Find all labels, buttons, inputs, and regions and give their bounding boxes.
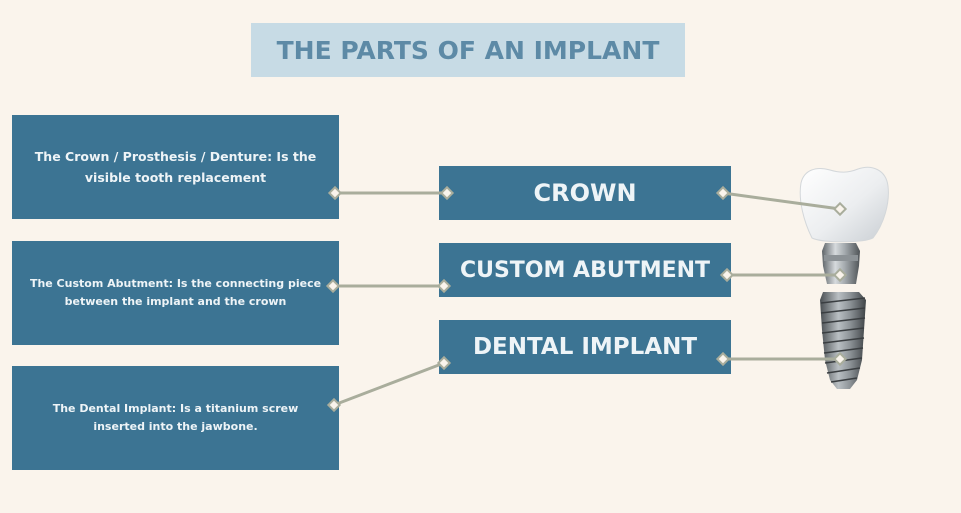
abutment-label: CUSTOM ABUTMENT	[459, 257, 711, 283]
marker-icon	[325, 278, 341, 294]
title-banner: THE PARTS OF AN IMPLANT	[251, 23, 685, 77]
implant-label-box: DENTAL IMPLANT	[439, 320, 731, 374]
implant-description-box: The Dental Implant: Is a titanium screw …	[12, 366, 339, 470]
crown-shape	[799, 166, 889, 243]
marker-icon	[715, 351, 731, 367]
crown-description-box: The Crown / Prosthesis / Denture: Is the…	[12, 115, 339, 219]
marker-icon	[832, 267, 848, 283]
marker-icon	[439, 185, 455, 201]
abutment-description-box: The Custom Abutment: Is the connecting p…	[12, 241, 339, 345]
implant-label: DENTAL IMPLANT	[472, 334, 698, 360]
connector-markers	[325, 185, 848, 413]
crown-label: CROWN	[533, 179, 637, 207]
dental-implant-illustration	[799, 166, 889, 389]
connector-lines	[333, 191, 841, 407]
marker-icon	[832, 351, 848, 367]
implant-description: The Dental Implant: Is a titanium screw …	[52, 402, 299, 433]
crown-description: The Crown / Prosthesis / Denture: Is the…	[34, 149, 317, 185]
connector-implant-desc	[333, 361, 445, 407]
abutment-label-box: CUSTOM ABUTMENT	[439, 243, 731, 297]
marker-icon	[327, 185, 343, 201]
connector-crown-image	[722, 191, 841, 211]
marker-icon	[326, 397, 342, 413]
marker-icon	[436, 278, 452, 294]
crown-label-box: CROWN	[439, 166, 731, 220]
marker-icon	[719, 267, 735, 283]
marker-icon	[436, 355, 452, 371]
abutment-collar	[824, 255, 858, 261]
abutment-description: The Custom Abutment: Is the connecting p…	[29, 277, 322, 308]
marker-icon	[832, 201, 848, 217]
page-title: THE PARTS OF AN IMPLANT	[276, 35, 660, 65]
marker-icon	[715, 185, 731, 201]
